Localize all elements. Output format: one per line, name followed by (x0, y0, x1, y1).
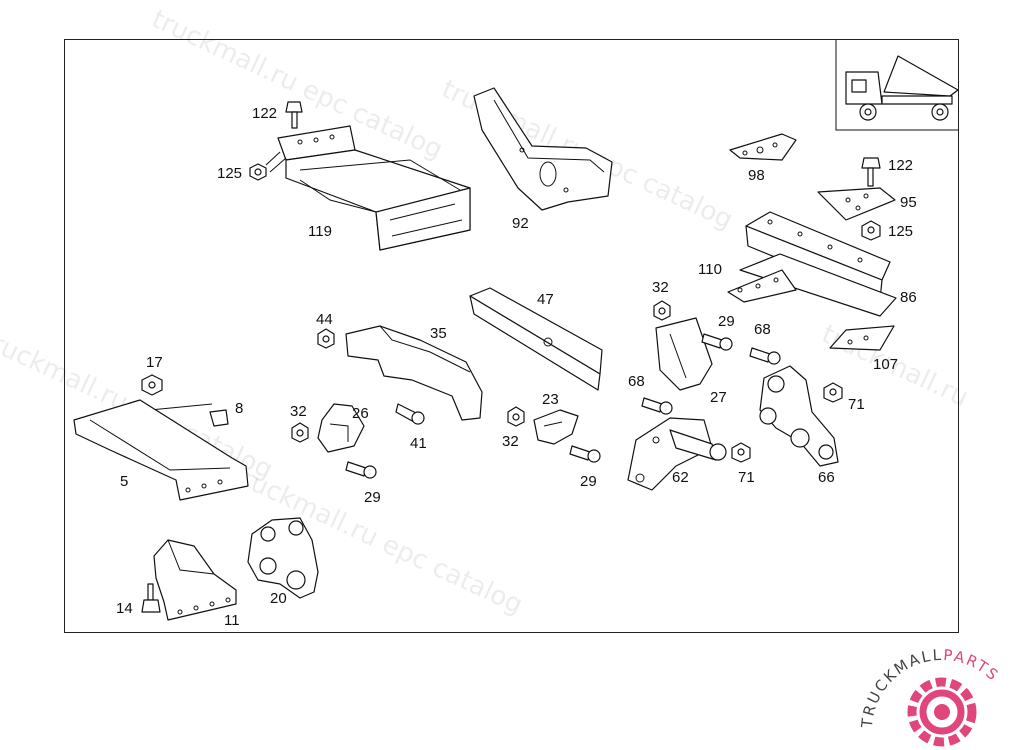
part-number-label[interactable]: 32 (290, 403, 307, 420)
gear-logo-icon (907, 677, 977, 747)
nut-44-icon (317, 328, 335, 349)
bolt-29-left-icon (345, 461, 377, 479)
part-number-label[interactable]: 41 (410, 435, 427, 452)
bolt-68-upper-icon (749, 347, 781, 365)
part-number-label[interactable]: 125 (217, 165, 242, 182)
part-number-label[interactable]: 66 (818, 469, 835, 486)
frame-bracket-92-icon (473, 87, 613, 211)
rail-86-icon (727, 253, 897, 317)
part-number-label[interactable]: 32 (652, 279, 669, 296)
nut-17-icon (141, 374, 163, 396)
plate-95-icon (817, 187, 896, 221)
part-number-label[interactable]: 68 (628, 373, 645, 390)
part-number-label[interactable]: 29 (580, 473, 597, 490)
part-number-label[interactable]: 35 (430, 325, 447, 342)
part-number-label[interactable]: 23 (542, 391, 559, 408)
part-number-label[interactable]: 5 (120, 473, 128, 490)
clip-8-icon (149, 403, 229, 427)
plate-98-icon (729, 133, 797, 161)
mount-26-icon (317, 403, 365, 453)
nut-32-left-icon (291, 422, 309, 443)
part-number-label[interactable]: 11 (224, 612, 240, 629)
bracket-107-icon (829, 325, 895, 351)
nut-32-center-icon (507, 406, 525, 427)
part-number-label[interactable]: 122 (252, 105, 277, 122)
part-number-labels: 122 125 119 92 98 122 95 125 110 86 107 … (116, 105, 917, 629)
part-number-label[interactable]: 20 (270, 590, 287, 607)
leader-lines (265, 151, 287, 173)
part-number-label[interactable]: 71 (738, 469, 755, 486)
part-number-label[interactable]: 27 (710, 389, 727, 406)
cross-beam-35-icon (345, 325, 483, 421)
part-number-label[interactable]: 110 (698, 261, 722, 278)
part-number-label[interactable]: 17 (146, 354, 163, 371)
part-number-label[interactable]: 119 (308, 223, 332, 240)
bolt-29-right-icon (701, 333, 733, 351)
part-number-label[interactable]: 86 (900, 289, 917, 306)
shackle-66-icon (759, 365, 839, 467)
nut-32-right-icon (653, 300, 671, 321)
part-number-label[interactable]: 62 (672, 469, 689, 486)
mount-23-icon (533, 409, 579, 445)
part-number-label[interactable]: 95 (900, 194, 917, 211)
bolt-29-center-icon (569, 445, 601, 463)
part-number-label[interactable]: 29 (718, 313, 735, 330)
crossmember-119-icon (277, 125, 471, 251)
part-number-label[interactable]: 125 (888, 223, 913, 240)
part-number-label[interactable]: 14 (116, 600, 133, 617)
nut-125-right-icon (861, 220, 881, 241)
part-number-label[interactable]: 47 (537, 291, 554, 308)
part-number-label[interactable]: 68 (754, 321, 771, 338)
part-number-label[interactable]: 26 (352, 405, 369, 422)
bolt-122-icon (285, 101, 303, 129)
bolt-41-icon (395, 403, 425, 425)
bolt-14-icon (141, 583, 161, 613)
bracket-27-icon (655, 317, 713, 391)
part-number-label[interactable]: 107 (873, 356, 898, 373)
part-number-label[interactable]: 122 (888, 157, 913, 174)
crossmember-5-icon (73, 399, 249, 501)
part-number-label[interactable]: 98 (748, 167, 765, 184)
diagram-frame (64, 39, 959, 633)
bolt-122-right-icon (861, 157, 881, 187)
nut-71-lower-icon (731, 442, 751, 463)
spring-bracket-62-icon (627, 417, 727, 491)
nut-125-icon (249, 163, 267, 181)
part-number-label[interactable]: 44 (316, 311, 333, 328)
bracket-11-icon (153, 539, 237, 621)
rail-47-icon (469, 287, 603, 391)
part-number-label[interactable]: 29 (364, 489, 381, 506)
part-number-label[interactable]: 71 (848, 396, 865, 413)
part-number-label[interactable]: 8 (235, 400, 243, 417)
shackle-20-icon (247, 517, 319, 599)
nut-71-upper-icon (823, 382, 843, 403)
part-number-label[interactable]: 32 (502, 433, 519, 450)
truckmall-parts-logo: TRUCKMALLPARTS (858, 646, 1003, 747)
part-number-label[interactable]: 92 (512, 215, 529, 232)
brand-name-accent: PARTS (943, 646, 1003, 685)
truck-inset-icon (835, 40, 959, 131)
bolt-68-lower-icon (641, 397, 673, 415)
